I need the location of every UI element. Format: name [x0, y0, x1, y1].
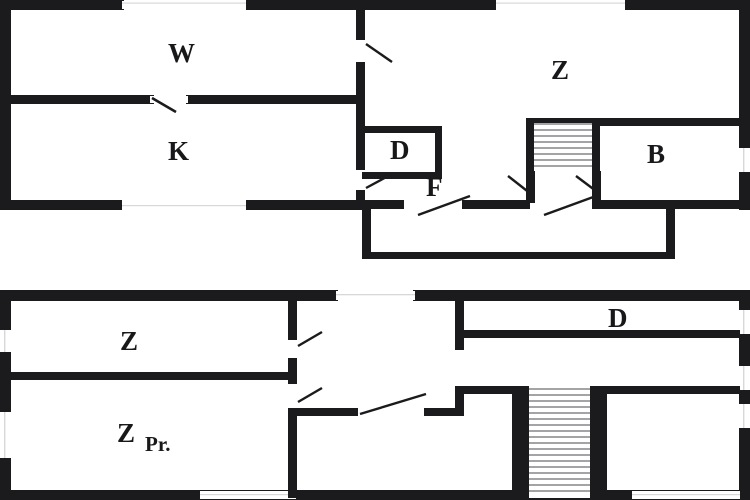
room-label-d-upper: D	[390, 135, 410, 165]
room-label-z-pr-sub: Pr.	[145, 432, 171, 456]
lower-outer-walls	[0, 290, 750, 500]
stairs-upper	[526, 118, 600, 181]
room-label-f: F	[426, 172, 443, 202]
terrace-upper	[362, 205, 675, 259]
upper-outer-walls	[0, 0, 362, 210]
lower-inner-walls	[288, 386, 740, 498]
room-label-b: B	[647, 139, 666, 169]
stairs-lower	[521, 386, 598, 498]
upper-floor-plan	[0, 0, 750, 259]
door-swing-wk	[151, 96, 177, 114]
room-label-z-lower: Z	[120, 326, 139, 356]
upper-inner-walls-b	[526, 118, 740, 203]
room-d-box	[362, 126, 442, 179]
room-label-k: K	[168, 136, 190, 166]
door-swings-upper	[365, 43, 601, 217]
room-label-z-pr-main: Z	[117, 418, 136, 448]
upper-right-outer-walls	[356, 0, 750, 210]
room-label-d-lower: D	[608, 303, 628, 333]
room-label-w: W	[168, 38, 195, 68]
door-swings-lower	[297, 330, 427, 416]
lower-floor-plan	[0, 290, 750, 500]
room-label-z-upper: Z	[551, 55, 570, 85]
room-d-lower-box	[455, 298, 740, 350]
